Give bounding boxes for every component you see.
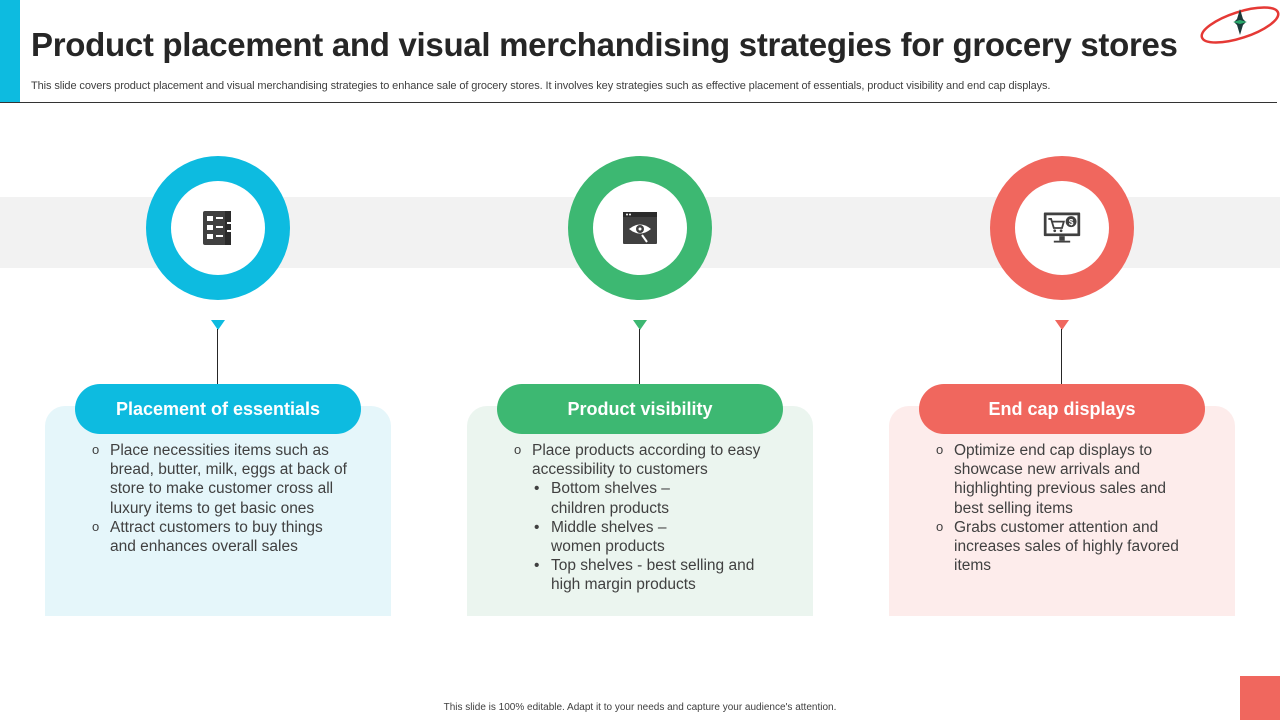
corner-accent	[1240, 676, 1280, 720]
visibility-pointer	[633, 320, 647, 330]
list-item: Grabs customer attention and increases s…	[934, 517, 1184, 576]
cart-monitor-icon: $	[1043, 212, 1081, 243]
sub-list-item: Middle shelves – women products	[532, 518, 682, 556]
endcap-points: Optimize end cap displays to showcase ne…	[934, 440, 1184, 576]
essentials-connector	[217, 329, 218, 385]
eye-screen-icon	[623, 212, 657, 244]
title-accent-bar	[0, 0, 20, 103]
list-item: Place necessities items such as bread, b…	[90, 440, 352, 518]
endcap-connector	[1061, 329, 1062, 385]
visibility-points: Place products according to easy accessi…	[512, 440, 782, 595]
endcap-pointer	[1055, 320, 1069, 330]
essentials-points: Place necessities items such as bread, b…	[90, 440, 352, 556]
shelf-sub-list: Bottom shelves – children products Middl…	[532, 479, 782, 594]
list-item: Place products according to easy accessi…	[512, 440, 782, 595]
company-logo	[1200, 6, 1280, 44]
sub-list-item: Top shelves - best selling and high marg…	[532, 556, 764, 594]
essentials-ring	[146, 156, 290, 300]
sub-list-item: Bottom shelves – children products	[532, 479, 682, 517]
endcap-title: End cap displays	[919, 384, 1205, 434]
page-title: Product placement and visual merchandisi…	[31, 26, 1178, 63]
endcap-ring: $	[990, 156, 1134, 300]
header-divider	[0, 102, 1277, 103]
list-item: Attract customers to buy things and enha…	[90, 517, 352, 556]
essentials-pointer	[211, 320, 225, 330]
footer-note: This slide is 100% editable. Adapt it to…	[443, 702, 837, 713]
list-item: Optimize end cap displays to showcase ne…	[934, 440, 1184, 518]
essentials-title: Placement of essentials	[75, 384, 361, 434]
visibility-ring	[568, 156, 712, 300]
svg-text:$: $	[1069, 218, 1074, 227]
visibility-title: Product visibility	[497, 384, 783, 434]
visibility-connector	[639, 329, 640, 385]
page-subtitle: This slide covers product placement and …	[31, 80, 1051, 92]
checklist-document-icon	[203, 211, 233, 245]
